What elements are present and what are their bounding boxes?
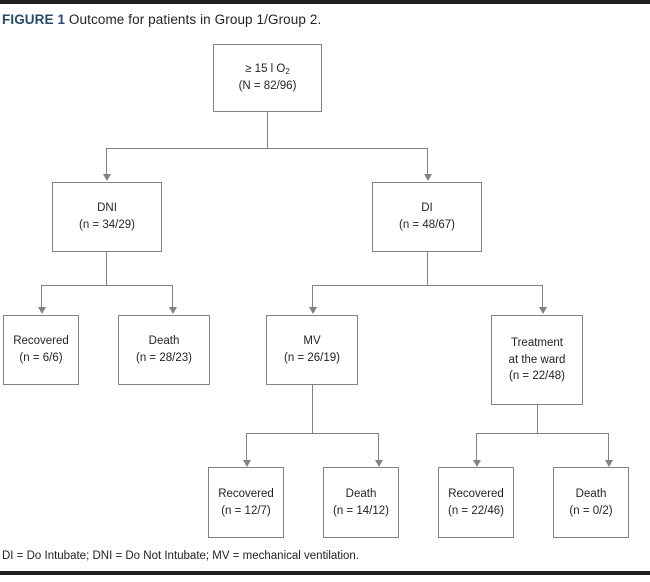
edge-di-stem xyxy=(427,252,428,285)
edge-ward-to-recovered-arrow xyxy=(473,460,481,467)
edge-ward-stem xyxy=(537,405,538,433)
edge-dni-to-recovered-arrow xyxy=(38,307,46,314)
node-root-line2: (N = 82/96) xyxy=(238,80,297,92)
edge-root-to-di-arrow xyxy=(424,174,432,181)
node-ward: Treatment at the ward (n = 22/48) xyxy=(491,315,583,405)
edge-ward-to-recovered-drop xyxy=(476,433,477,460)
node-dni-line2: (n = 34/29) xyxy=(79,219,135,231)
figure-label: FIGURE 1 xyxy=(2,12,66,27)
node-di-line1: DI xyxy=(421,202,433,215)
node-di: DI (n = 48/67) xyxy=(372,182,482,252)
edge-di-to-mv-arrow xyxy=(309,307,317,314)
bottom-rule xyxy=(0,571,650,575)
node-mv-line1: MV xyxy=(303,335,321,348)
edge-dni-to-recovered-drop xyxy=(41,285,42,307)
edge-dni-to-death-drop xyxy=(172,285,173,307)
node-dni: DNI (n = 34/29) xyxy=(52,182,162,252)
edge-mv-to-recovered-drop xyxy=(246,433,247,460)
figure-caption: Outcome for patients in Group 1/Group 2. xyxy=(68,12,322,27)
node-ward-death: Death (n = 0/2) xyxy=(553,467,629,538)
edge-mv-to-death-arrow xyxy=(375,460,383,467)
node-dni-recovered-line2: (n = 6/6) xyxy=(19,352,63,364)
node-mv-line2: (n = 26/19) xyxy=(284,352,340,364)
node-root: ≥ 15 l O2 (N = 82/96) xyxy=(213,44,322,112)
node-mv-recovered: Recovered (n = 12/7) xyxy=(208,467,284,538)
node-ward-line3: (n = 22/48) xyxy=(509,370,565,383)
edge-di-bus xyxy=(312,285,543,286)
node-ward-death-line1: Death xyxy=(575,487,607,500)
node-ward-recovered: Recovered (n = 22/46) xyxy=(438,467,514,538)
node-ward-line2: at the ward xyxy=(508,353,566,366)
edge-ward-to-death-arrow xyxy=(605,460,613,467)
node-ward-recovered-line1: Recovered xyxy=(448,487,504,500)
node-dni-death: Death (n = 28/23) xyxy=(118,315,210,385)
edge-di-to-mv-drop xyxy=(312,285,313,307)
node-mv-recovered-line2: (n = 12/7) xyxy=(221,504,271,517)
node-ward-death-line2: (n = 0/2) xyxy=(569,504,613,517)
node-di-line2: (n = 48/67) xyxy=(399,219,455,231)
edge-ward-to-death-drop xyxy=(608,433,609,460)
o2-subscript: 2 xyxy=(285,67,290,77)
node-mv-death: Death (n = 14/12) xyxy=(323,467,399,538)
node-ward-recovered-line2: (n = 22/46) xyxy=(448,504,504,517)
node-mv-recovered-line1: Recovered xyxy=(218,487,274,500)
node-mv: MV (n = 26/19) xyxy=(266,315,358,385)
edge-dni-bus xyxy=(41,285,173,286)
edge-mv-bus xyxy=(246,433,379,434)
node-dni-death-line2: (n = 28/23) xyxy=(136,352,192,364)
node-mv-death-line1: Death xyxy=(345,487,377,500)
node-mv-death-line2: (n = 14/12) xyxy=(333,504,389,517)
edge-root-stem xyxy=(267,112,268,148)
node-dni-recovered: Recovered (n = 6/6) xyxy=(3,315,79,385)
node-dni-line1: DNI xyxy=(97,202,117,215)
node-dni-death-line1: Death xyxy=(148,335,180,348)
figure-title: FIGURE 1 Outcome for patients in Group 1… xyxy=(2,12,321,27)
edge-mv-to-death-drop xyxy=(378,433,379,460)
edge-dni-to-death-arrow xyxy=(169,307,177,314)
edge-mv-to-recovered-arrow xyxy=(243,460,251,467)
edge-root-to-dni-arrow xyxy=(103,174,111,181)
edge-root-bus xyxy=(106,148,428,149)
figure-footnote: DI = Do Intubate; DNI = Do Not Intubate;… xyxy=(2,550,360,562)
edge-ward-bus xyxy=(476,433,609,434)
edge-root-to-dni-drop xyxy=(106,148,107,174)
node-ward-line1: Treatment xyxy=(511,336,563,349)
node-dni-recovered-line1: Recovered xyxy=(13,335,69,348)
edge-di-to-ward-drop xyxy=(542,285,543,307)
edge-mv-stem xyxy=(312,385,313,433)
edge-di-to-ward-arrow xyxy=(539,307,547,314)
edge-root-to-di-drop xyxy=(427,148,428,174)
edge-dni-stem xyxy=(106,252,107,285)
node-root-line1: ≥ 15 l O2 xyxy=(245,63,290,77)
top-rule xyxy=(0,0,650,4)
